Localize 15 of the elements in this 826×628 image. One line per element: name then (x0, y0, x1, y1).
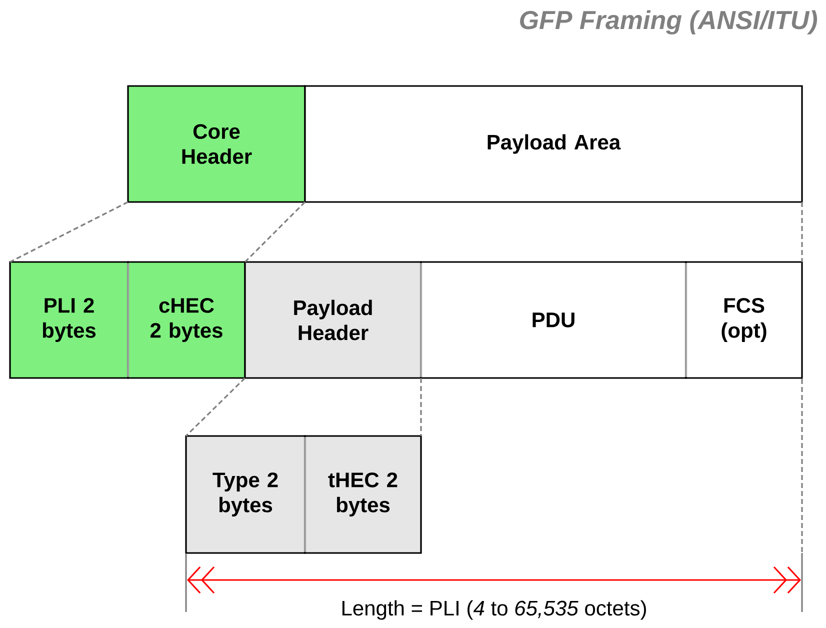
dashed-line (420, 378, 422, 436)
dimension-label: Length = PLI (4 to 65,535 octets) (342, 600, 646, 620)
field-cell: PLI 2 bytes (9, 261, 129, 379)
field-cell: Payload Header (244, 261, 422, 379)
field-cell: FCS (opt) (685, 261, 803, 379)
dashed-line (244, 201, 306, 263)
dashed-line (10, 201, 128, 263)
field-cell: Type 2 bytes (185, 435, 306, 554)
field-cell: Core Header (127, 85, 306, 203)
field-cell: cHEC 2 bytes (127, 261, 246, 379)
dashed-line (801, 202, 803, 262)
dashed-line (185, 377, 246, 437)
field-cell: Payload Area (304, 85, 803, 203)
title: GFP Framing (ANSI/ITU) (520, 10, 818, 34)
field-cell: tHEC 2 bytes (304, 435, 422, 554)
